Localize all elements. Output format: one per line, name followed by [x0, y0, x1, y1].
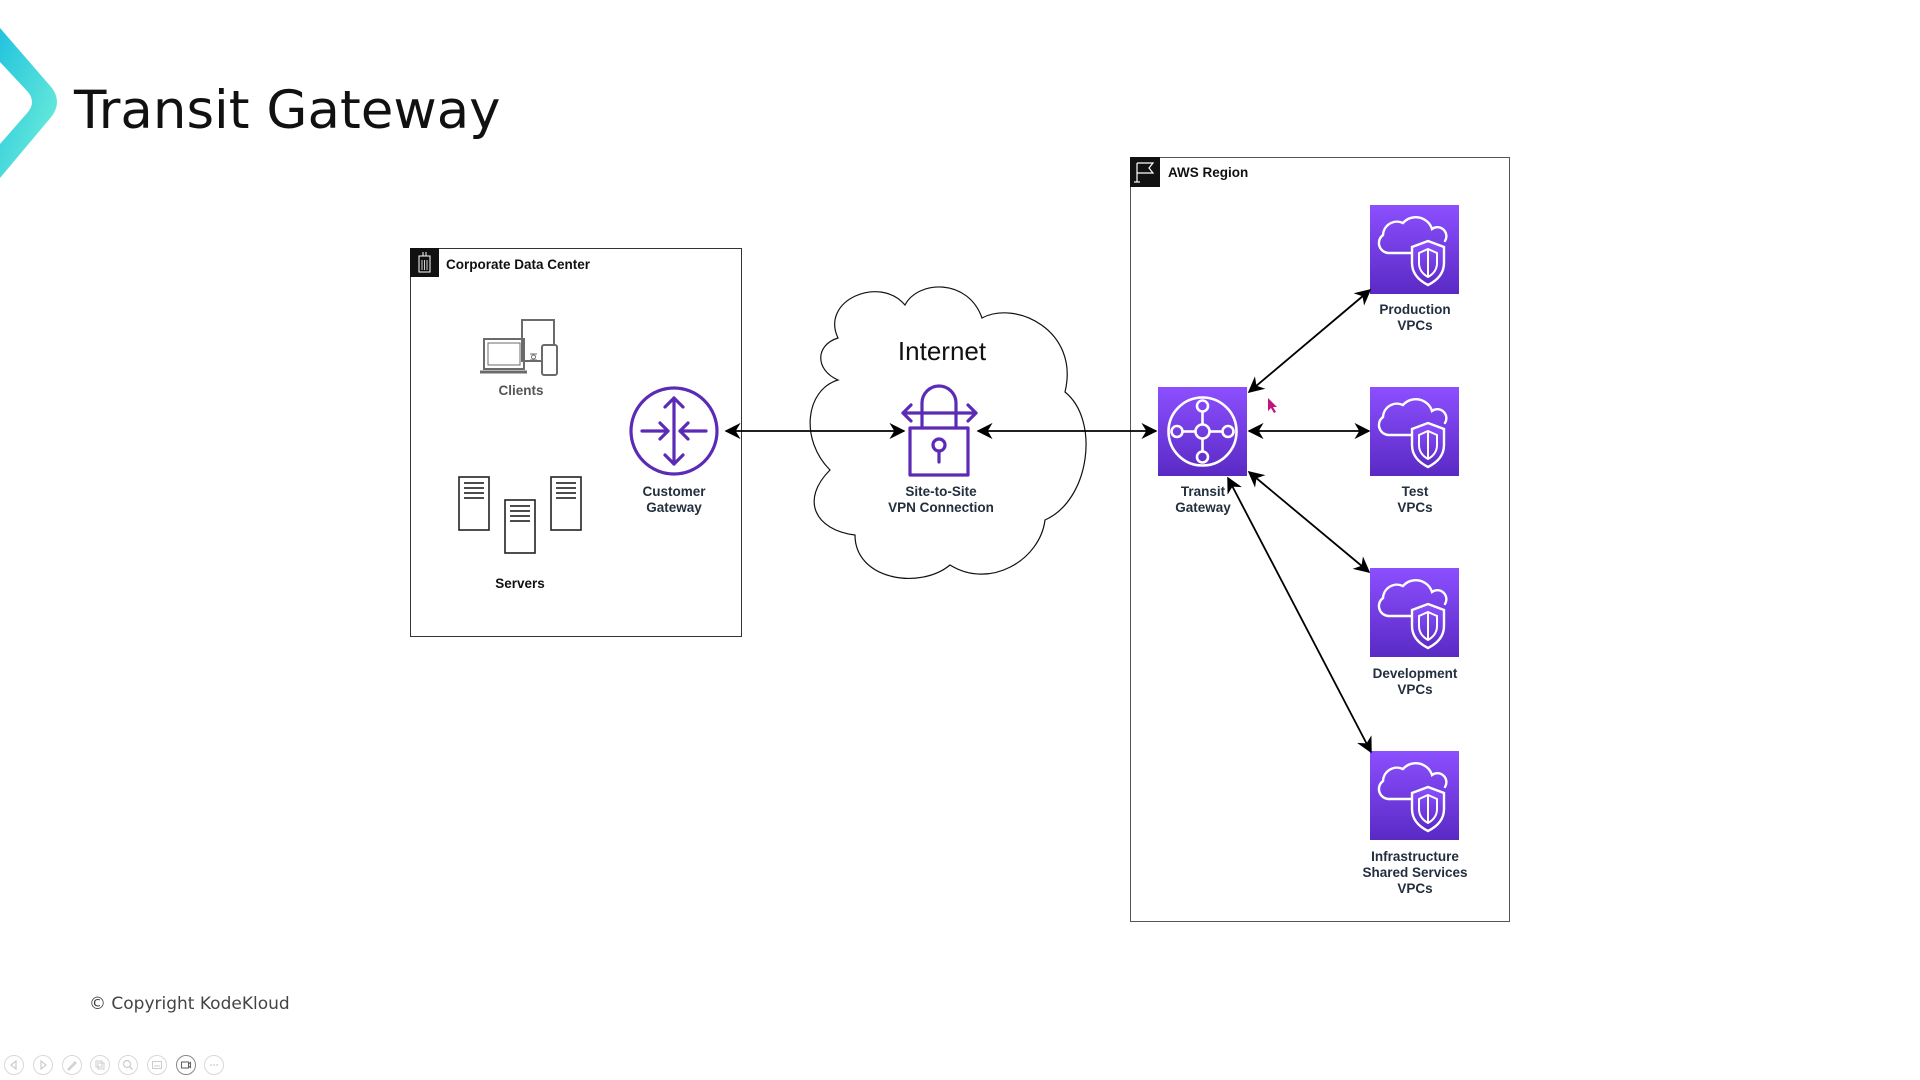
arrow-tgw-infrastructure [1227, 476, 1372, 754]
aws-region-title: AWS Region [1168, 165, 1249, 180]
label-line: Production [1379, 302, 1451, 317]
label-line: Development [1372, 666, 1458, 681]
slides-icon [95, 1060, 105, 1070]
aws-region-group [1130, 157, 1510, 922]
clients-icon [480, 319, 558, 376]
infrastructure-vpcs-label: Infrastructure Shared Services VPCs [1362, 849, 1467, 897]
office-building-icon [410, 248, 439, 277]
magnifier-icon [122, 1059, 134, 1071]
internet-cloud-shape [809, 286, 1087, 579]
more-icon [210, 1064, 218, 1066]
label-line: Shared Services [1362, 865, 1468, 880]
internet-label: Internet [897, 336, 987, 366]
subtitles-button[interactable] [147, 1055, 167, 1075]
see-all-slides-button[interactable] [90, 1055, 110, 1075]
development-vpcs-label: Development VPCs [1373, 666, 1458, 698]
customer-gateway-icon [629, 386, 719, 476]
customer-gateway-label: Customer Gateway [642, 484, 705, 516]
camera-button[interactable] [176, 1055, 196, 1075]
clients-label: Clients [498, 383, 544, 398]
label-line: VPCs [1397, 881, 1433, 896]
pen-icon [67, 1061, 77, 1071]
subtitles-icon [152, 1061, 162, 1069]
arrow-right-icon [40, 1059, 47, 1071]
corporate-dc-title: Corporate Data Center [446, 257, 591, 272]
label-line: VPCs [1397, 682, 1433, 697]
label-line: VPN Connection [888, 500, 994, 515]
production-vpcs-label: Production VPCs [1379, 302, 1450, 334]
zoom-button[interactable] [118, 1055, 138, 1075]
vpc-icon-infrastructure [1370, 751, 1459, 840]
vpc-icon-development [1370, 568, 1459, 657]
camera-icon [180, 1061, 192, 1069]
arrow-tgw-production [1247, 288, 1372, 394]
slide-title: Transit Gateway [74, 80, 501, 141]
vpc-icon-test [1370, 387, 1459, 476]
label-line: Gateway [1175, 500, 1231, 515]
pen-button[interactable] [62, 1055, 82, 1075]
previous-slide-button[interactable] [4, 1055, 24, 1075]
vpn-lock-icon [901, 384, 978, 477]
label-line: Gateway [646, 500, 702, 515]
label-line: VPCs [1397, 500, 1433, 515]
label-line: Test [1401, 484, 1429, 499]
transit-gateway-icon [1158, 387, 1247, 476]
label-line: Site-to-Site [905, 484, 977, 499]
more-options-button[interactable] [204, 1055, 224, 1075]
connection-arrows [724, 288, 1372, 754]
label-line: Customer [642, 484, 706, 499]
label-line: Infrastructure [1371, 849, 1459, 864]
flag-icon [1130, 157, 1160, 187]
vpn-connection-label: Site-to-Site VPN Connection [888, 484, 994, 516]
test-vpcs-label: Test VPCs [1397, 484, 1432, 516]
label-line: VPCs [1397, 318, 1433, 333]
mouse-pointer-icon [1268, 398, 1277, 413]
arrow-tgw-development [1247, 470, 1371, 574]
arrow-left-icon [10, 1059, 17, 1071]
kodekloud-logo-icon [0, 28, 57, 178]
servers-label: Servers [495, 576, 545, 591]
label-line: Transit [1180, 484, 1226, 499]
next-slide-button[interactable] [33, 1055, 53, 1075]
servers-icon [458, 476, 582, 554]
copyright-text: © Copyright KodeKloud [89, 994, 290, 1014]
vpc-icon-production [1370, 205, 1459, 294]
corporate-data-center-group [410, 248, 742, 637]
transit-gateway-label: Transit Gateway [1175, 484, 1231, 516]
